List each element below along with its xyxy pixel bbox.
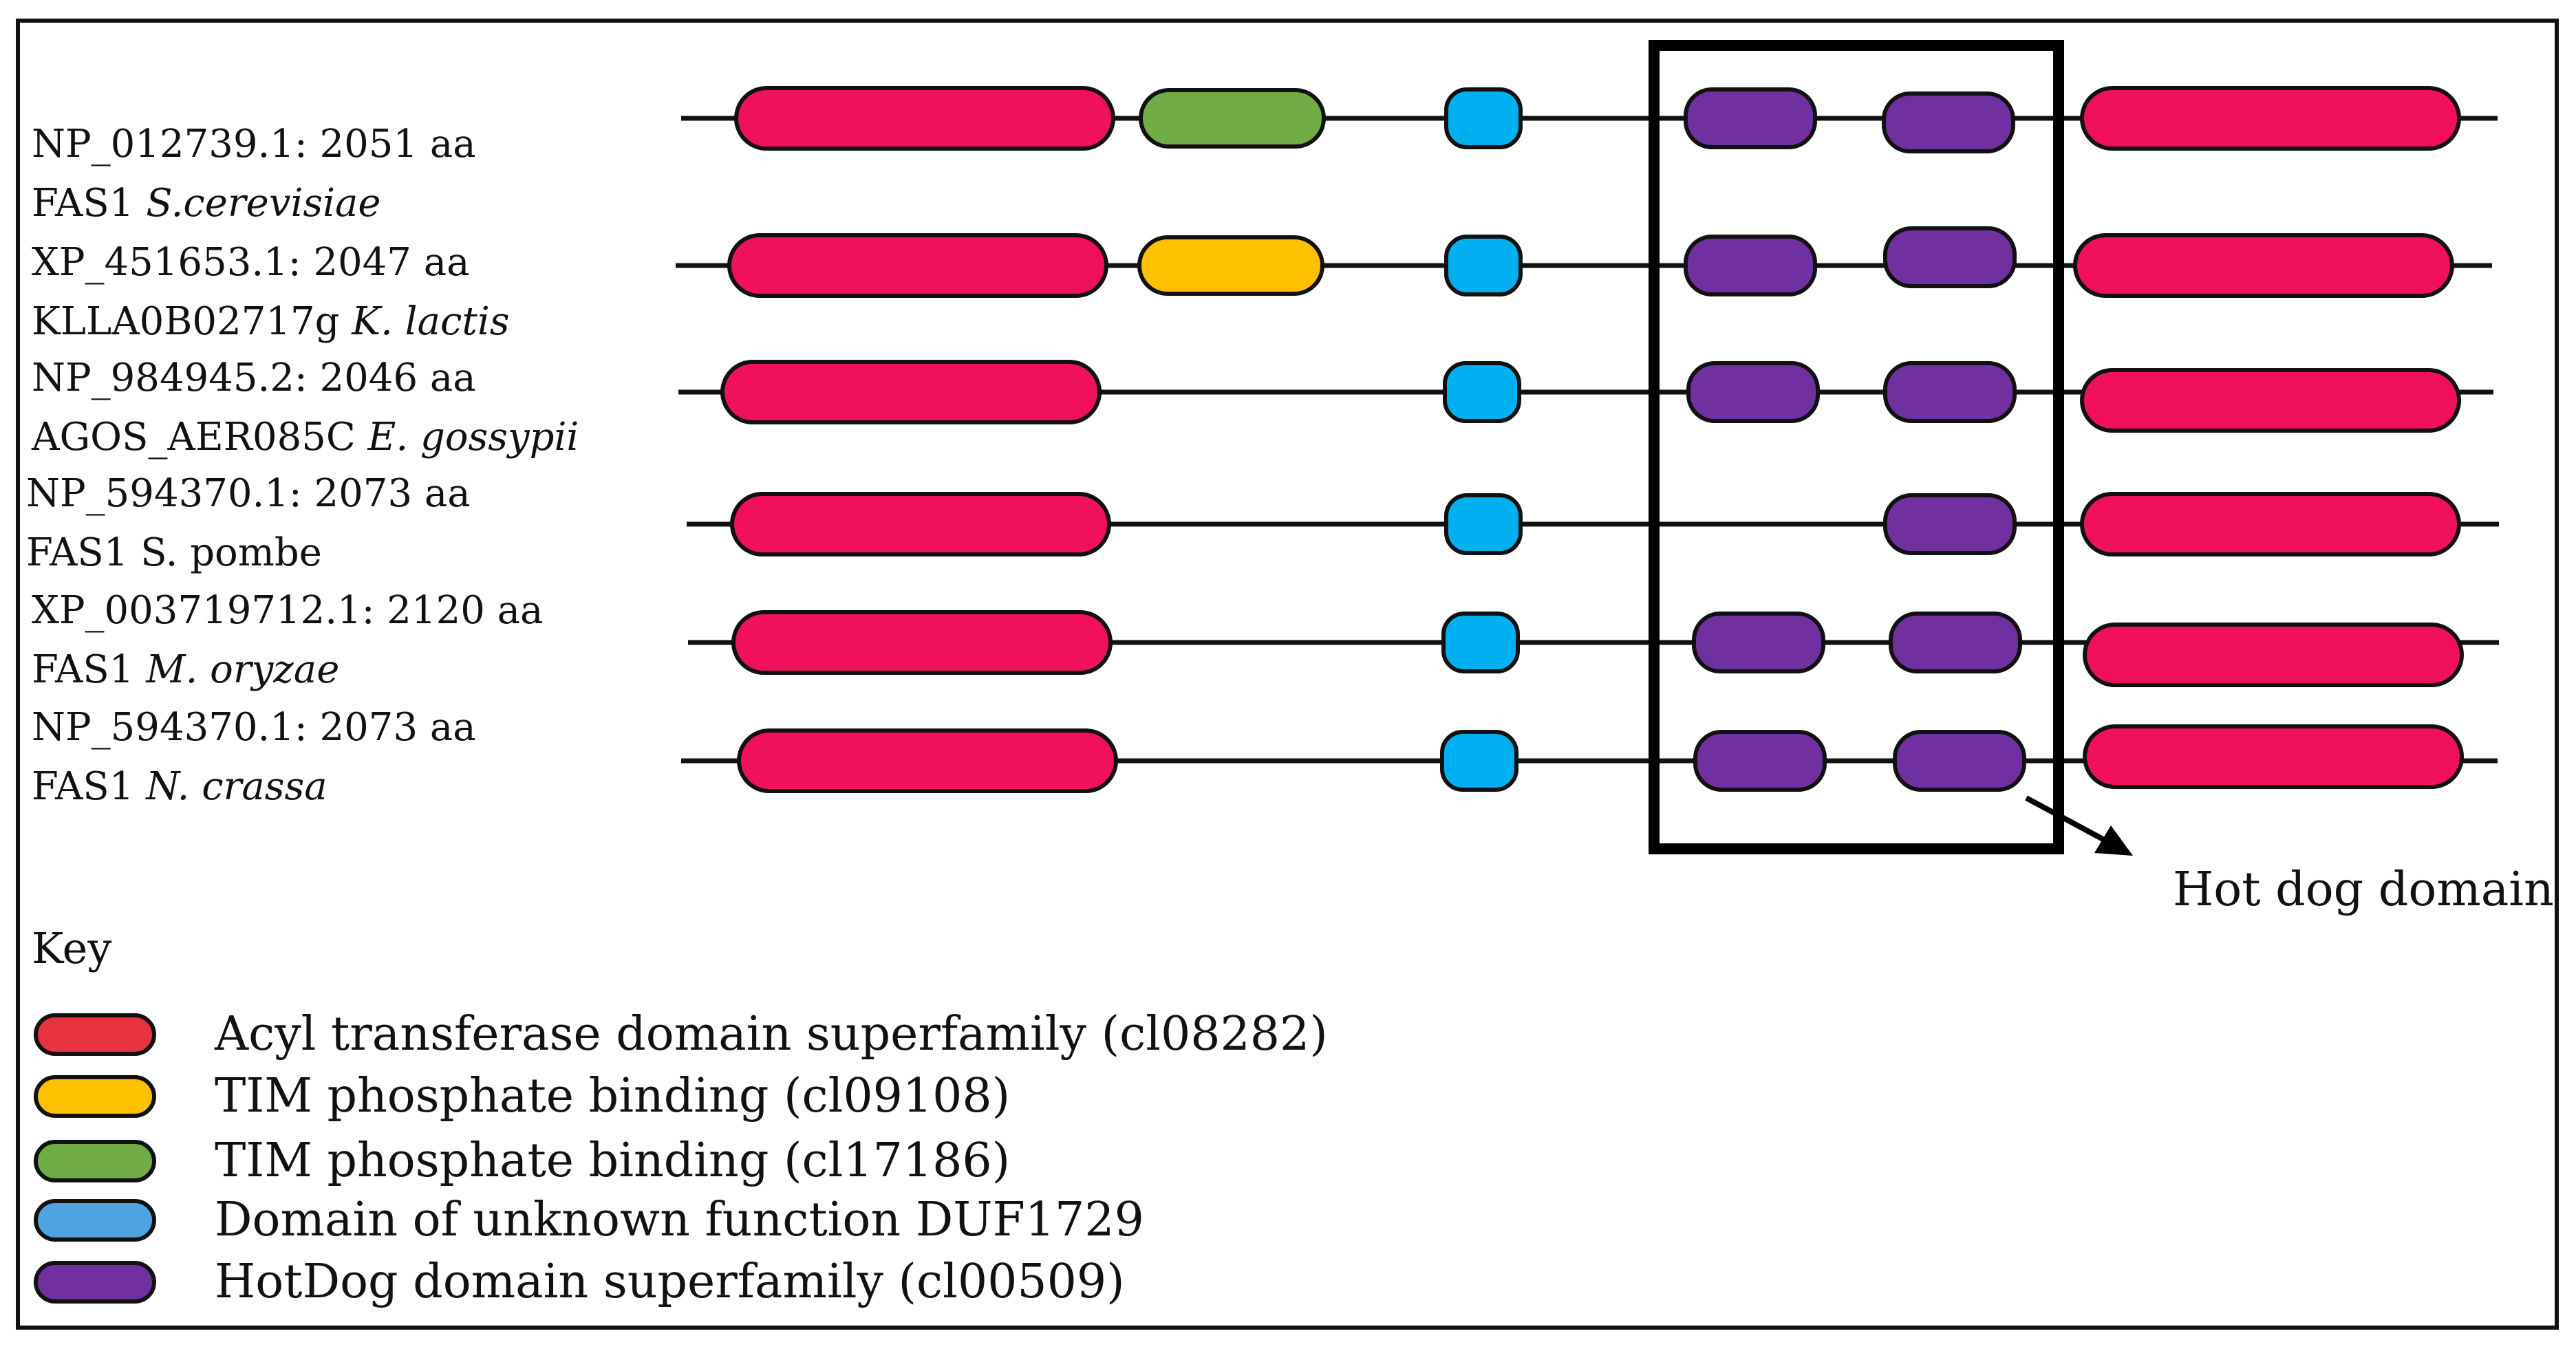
legend-swatch (34, 1261, 156, 1304)
gene-name: AGOS_AER085C (31, 415, 367, 460)
hotdog-domain (1692, 612, 1825, 673)
duf-domain (1444, 87, 1523, 149)
gene-name: FAS1 (32, 764, 146, 809)
legend-item: Acyl transferase domain superfamily (cl0… (34, 1007, 1328, 1061)
protein-row (688, 610, 2499, 687)
hotdog-pointer-arrow-line (2025, 795, 2110, 845)
hotdog-domain (1883, 226, 2017, 288)
legend-item: HotDog domain superfamily (cl00509) (34, 1255, 1125, 1309)
acyl-domain (737, 728, 1118, 793)
key-title: Key (32, 923, 111, 973)
protein-rows (676, 86, 2499, 793)
legend-label: Acyl transferase domain superfamily (cl0… (214, 1007, 1328, 1061)
protein-organism-label: FAS1 S. pombe (26, 530, 322, 575)
gene-name: FAS1 S. pombe (26, 530, 322, 575)
duf-domain (1443, 361, 1521, 423)
duf-domain (1444, 493, 1523, 555)
protein-accession-label: XP_003719712.1: 2120 aa (32, 588, 543, 633)
protein-row (678, 360, 2493, 433)
acyl-domain (2083, 724, 2464, 789)
acyl-domain (730, 492, 1111, 556)
protein-organism-label: FAS1 S.cerevisiae (32, 181, 381, 226)
protein-labels: NP_012739.1: 2051 aa FAS1 S.cerevisiaeXP_… (26, 122, 579, 809)
legend-item: Domain of unknown function DUF1729 (34, 1193, 1144, 1247)
legend-swatch (34, 1140, 156, 1182)
hotdog-domain (1883, 493, 2017, 555)
acyl-domain (727, 233, 1108, 298)
hotdog-domain (1693, 730, 1827, 792)
protein-accession-label: NP_594370.1: 2073 aa (32, 705, 476, 750)
hotdog-domain (1889, 612, 2022, 673)
protein-accession-label: NP_012739.1: 2051 aa (32, 122, 476, 166)
protein-organism-label: KLLA0B02717g K. lactis (32, 299, 509, 344)
gene-name: FAS1 (32, 181, 146, 226)
protein-row (676, 226, 2492, 298)
legend: Acyl transferase domain superfamily (cl0… (34, 1007, 1328, 1309)
duf-domain (1440, 730, 1518, 792)
acyl-domain (720, 360, 1102, 424)
organism-name: E. gossypii (367, 415, 579, 460)
hotdog-domain (1686, 361, 1820, 423)
hotdog-pointer-arrowhead (2094, 825, 2133, 856)
acyl-domain (731, 610, 1113, 675)
legend-label: HotDog domain superfamily (cl00509) (215, 1255, 1125, 1309)
gene-name: KLLA0B02717g (32, 299, 352, 344)
legend-swatch (34, 1199, 156, 1242)
organism-name: K. lactis (351, 299, 509, 344)
acyl-domain (2073, 233, 2454, 298)
protein-row (681, 724, 2498, 793)
protein-organism-label: AGOS_AER085C E. gossypii (31, 415, 579, 460)
acyl-domain (2080, 368, 2461, 433)
hotdog-domain (1684, 235, 1817, 296)
hotdog-highlight-box (1649, 40, 2064, 854)
hotdog-annotation: Hot dog domain (2173, 863, 2554, 917)
protein-accession-label: NP_594370.1: 2073 aa (26, 471, 471, 516)
organism-name: M. oryzae (145, 647, 339, 692)
hotdog-domain (1882, 91, 2015, 153)
legend-swatch (34, 1013, 156, 1056)
gene-name: FAS1 (32, 647, 146, 692)
protein-organism-label: FAS1 M. oryzae (32, 647, 339, 692)
legend-swatch (34, 1075, 156, 1118)
legend-label: TIM phosphate binding (cl17186) (215, 1134, 1010, 1188)
acyl-domain (2083, 623, 2464, 687)
legend-item: TIM phosphate binding (cl17186) (34, 1134, 1010, 1188)
duf-domain (1441, 612, 1520, 673)
acyl-domain (2080, 492, 2461, 556)
hotdog-domain (1893, 730, 2026, 792)
legend-item: TIM phosphate binding (cl09108) (34, 1069, 1010, 1123)
organism-name: S.cerevisiae (146, 181, 380, 226)
tim-cl17186-domain (1139, 88, 1326, 149)
protein-organism-label: FAS1 N. crassa (32, 764, 328, 809)
protein-accession-label: NP_984945.2: 2046 aa (32, 356, 476, 400)
tim-cl09108-domain (1137, 235, 1324, 296)
protein-row (687, 492, 2499, 556)
legend-label: TIM phosphate binding (cl09108) (215, 1069, 1010, 1123)
hotdog-domain (1684, 87, 1817, 149)
legend-label: Domain of unknown function DUF1729 (215, 1193, 1144, 1247)
duf-domain (1444, 235, 1523, 296)
protein-accession-label: XP_451653.1: 2047 aa (32, 240, 470, 285)
hotdog-domain (1883, 361, 2017, 423)
acyl-domain (2080, 86, 2461, 151)
organism-name: N. crassa (144, 764, 327, 809)
protein-row (681, 86, 2498, 153)
acyl-domain (734, 86, 1115, 151)
